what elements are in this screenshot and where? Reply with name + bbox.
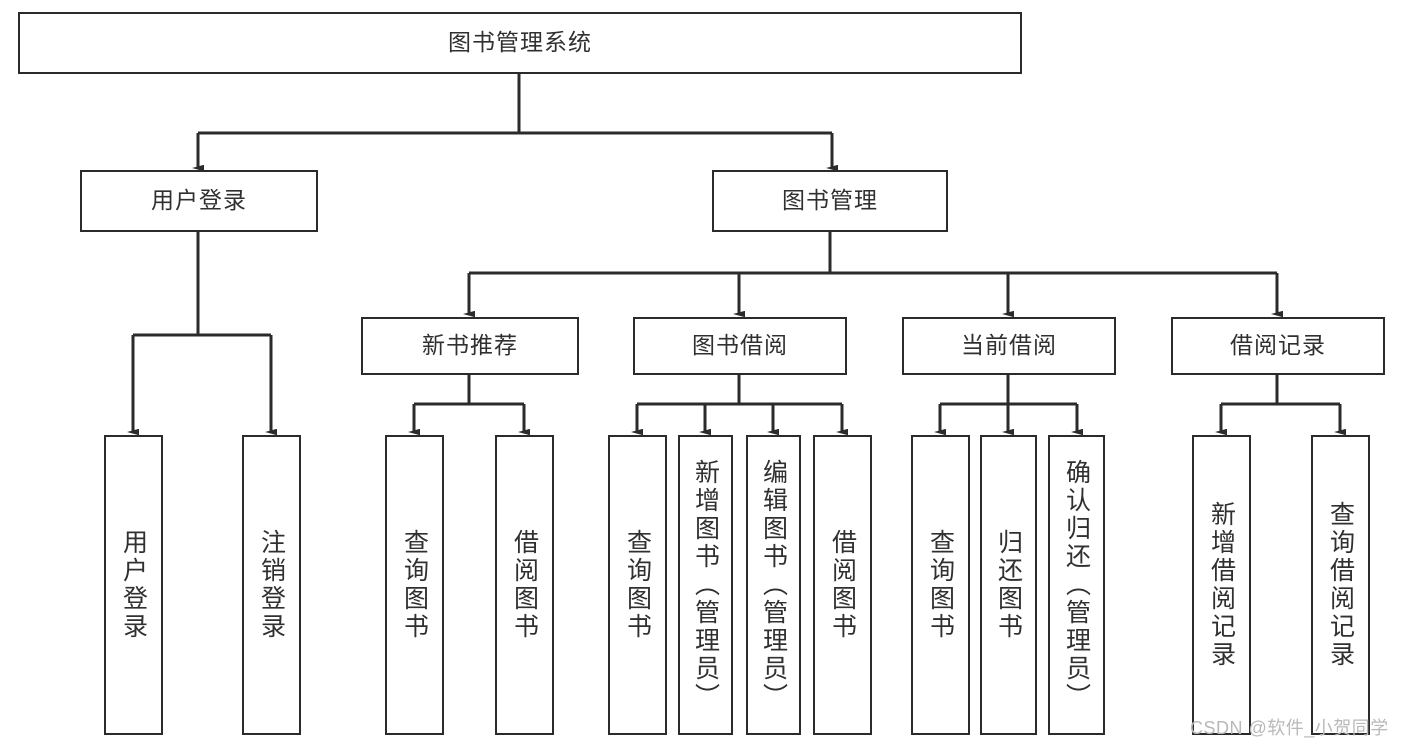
node-label: 借阅记录	[1230, 332, 1326, 359]
leaf-borrow-edit-book[interactable]: 编辑图书（管理员）	[746, 435, 801, 735]
node-label: 用户登录	[119, 529, 148, 641]
node-label: 查询图书	[926, 529, 955, 641]
leaf-record-add[interactable]: 新增借阅记录	[1192, 435, 1251, 735]
node-label: 新增图书（管理员）	[691, 459, 720, 711]
node-book-management[interactable]: 图书管理	[712, 170, 948, 232]
leaf-record-query[interactable]: 查询借阅记录	[1311, 435, 1370, 735]
node-label: 图书管理	[782, 187, 878, 214]
leaf-new-book-borrow[interactable]: 借阅图书	[495, 435, 554, 735]
node-label: 注销登录	[257, 529, 286, 641]
node-current-borrow[interactable]: 当前借阅	[902, 317, 1116, 375]
node-label: 确认归还（管理员）	[1062, 459, 1091, 711]
node-book-borrow[interactable]: 图书借阅	[633, 317, 847, 375]
leaf-new-book-query[interactable]: 查询图书	[385, 435, 444, 735]
leaf-user-login-login[interactable]: 用户登录	[104, 435, 163, 735]
node-label: 新增借阅记录	[1207, 501, 1236, 669]
node-label: 图书管理系统	[448, 29, 592, 56]
leaf-borrow-query-book[interactable]: 查询图书	[608, 435, 667, 735]
node-new-book-recommend[interactable]: 新书推荐	[361, 317, 579, 375]
node-label: 当前借阅	[961, 332, 1057, 359]
node-label: 归还图书	[994, 529, 1023, 641]
node-root-system[interactable]: 图书管理系统	[18, 12, 1022, 74]
leaf-current-confirm-return[interactable]: 确认归还（管理员）	[1048, 435, 1105, 735]
leaf-current-query-book[interactable]: 查询图书	[911, 435, 970, 735]
node-borrow-record[interactable]: 借阅记录	[1171, 317, 1385, 375]
node-label: 新书推荐	[422, 332, 518, 359]
leaf-borrow-borrow-book[interactable]: 借阅图书	[813, 435, 872, 735]
leaf-user-login-logout[interactable]: 注销登录	[242, 435, 301, 735]
node-user-login[interactable]: 用户登录	[80, 170, 318, 232]
node-label: 编辑图书（管理员）	[759, 459, 788, 711]
node-label: 借阅图书	[510, 529, 539, 641]
node-label: 图书借阅	[692, 332, 788, 359]
node-label: 借阅图书	[828, 529, 857, 641]
leaf-borrow-add-book[interactable]: 新增图书（管理员）	[678, 435, 733, 735]
leaf-current-return-book[interactable]: 归还图书	[980, 435, 1037, 735]
node-label: 查询图书	[623, 529, 652, 641]
node-label: 查询图书	[400, 529, 429, 641]
node-label: 查询借阅记录	[1326, 501, 1355, 669]
node-label: 用户登录	[151, 187, 247, 214]
